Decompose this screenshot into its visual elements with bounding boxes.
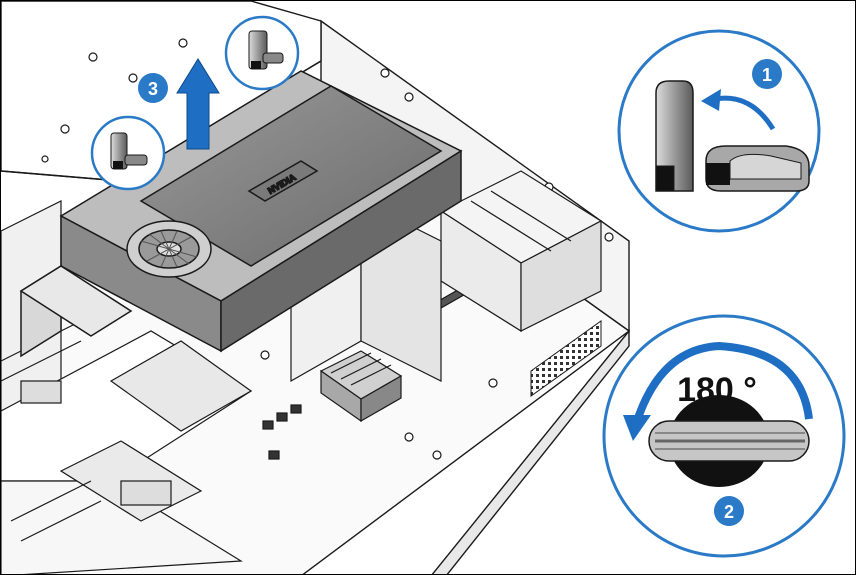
step-1-label: 1 [762,65,772,85]
latch-upright-icon [655,80,694,192]
step-1-badge [752,59,782,89]
detail-circle-1: 1 [617,29,821,233]
rotation-arrow-icon [633,341,813,423]
rotate-arrow-icon [714,95,776,131]
latch-callout-left [90,115,166,191]
step-2-label: 2 [724,502,734,522]
rotation-label: 180 ° [677,371,757,409]
step-3-label: 3 [148,79,158,99]
vent-grille [530,320,602,397]
step-3-badge: 3 [138,73,168,103]
step-2-badge [714,496,744,526]
gpu-card: NVIDIA [19,70,463,358]
drive-cage [1,200,253,574]
lift-up-arrow [176,58,220,150]
detail-circle-2: 180 ° 2 [602,314,846,558]
latch-callout-right [224,15,300,91]
